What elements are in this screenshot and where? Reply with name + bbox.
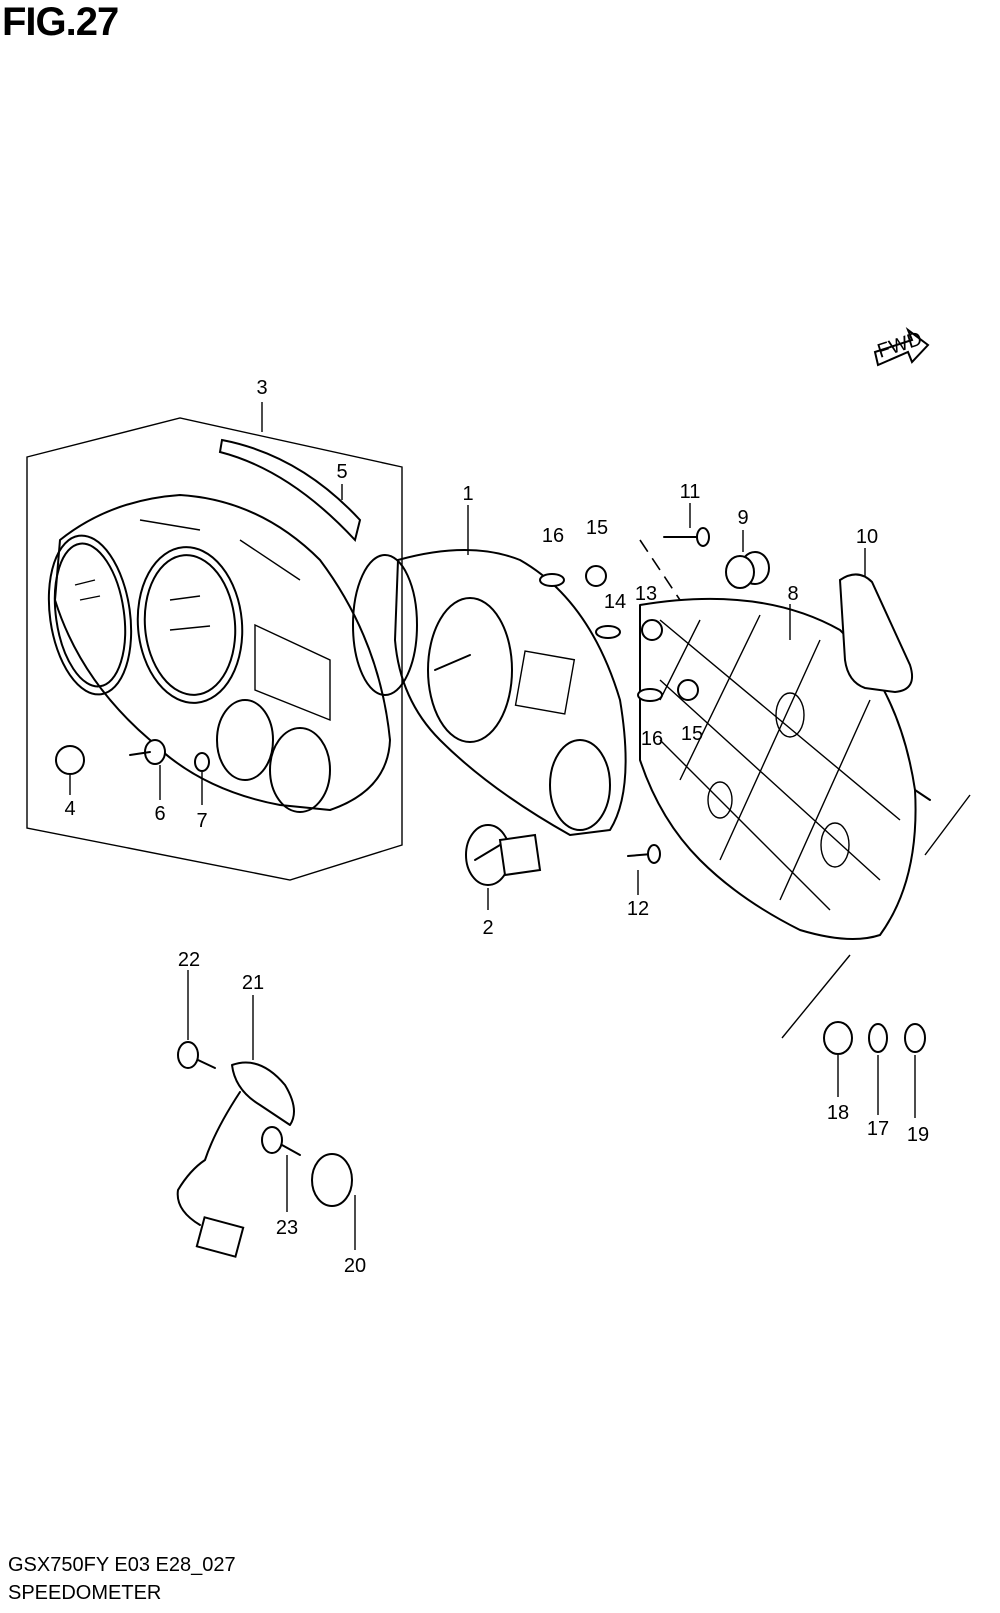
figure-title: FIG.27 <box>2 0 119 44</box>
callout-7: 7 <box>196 810 207 832</box>
callout-21: 21 <box>242 972 264 994</box>
callout-17: 17 <box>867 1118 889 1140</box>
meter-back-cover <box>639 597 931 940</box>
callout-1: 1 <box>462 483 473 505</box>
trim-strip <box>218 438 362 543</box>
grommet <box>725 551 770 589</box>
callout-12: 12 <box>627 898 649 920</box>
bulb-socket <box>465 824 542 886</box>
diagram-code: GSX750FY E03 E28_027 <box>8 1554 236 1576</box>
callout-4: 4 <box>64 798 75 820</box>
small-bulbs <box>539 565 699 702</box>
forward-arrow-icon: FWD <box>873 327 930 367</box>
small-bulb-parts <box>55 739 210 775</box>
callout-6: 6 <box>154 803 165 825</box>
callout-16-lower: 16 <box>641 728 663 750</box>
callout-3: 3 <box>256 377 267 399</box>
callout-13: 13 <box>635 583 657 605</box>
speed-sensor-assembly <box>176 1041 353 1258</box>
callout-16-upper: 16 <box>542 525 564 547</box>
callout-22: 22 <box>178 949 200 971</box>
callout-5: 5 <box>336 461 347 483</box>
leader-lines <box>69 402 971 1250</box>
cushion-washer-nut <box>823 1021 926 1055</box>
meter-body <box>352 549 627 836</box>
callout-9: 9 <box>737 507 748 529</box>
callout-8: 8 <box>787 583 798 605</box>
callout-10: 10 <box>856 526 878 548</box>
callout-20: 20 <box>344 1255 366 1277</box>
callout-11: 11 <box>680 481 701 503</box>
screw-12 <box>627 844 661 864</box>
meter-case-group <box>26 417 403 881</box>
screw-11 <box>663 527 710 547</box>
callout-14: 14 <box>604 591 626 613</box>
callout-2: 2 <box>482 917 493 939</box>
callout-15-lower: 15 <box>681 723 703 745</box>
callout-15-upper: 15 <box>586 517 608 539</box>
callout-labels: 1 2 3 4 5 6 7 8 9 10 11 12 13 14 15 15 1… <box>64 377 929 1277</box>
callout-23: 23 <box>276 1217 298 1239</box>
callout-19: 19 <box>907 1124 929 1146</box>
diagram-name: SPEEDOMETER <box>8 1582 162 1604</box>
callout-18: 18 <box>827 1102 849 1124</box>
mounting-bracket <box>838 573 914 694</box>
